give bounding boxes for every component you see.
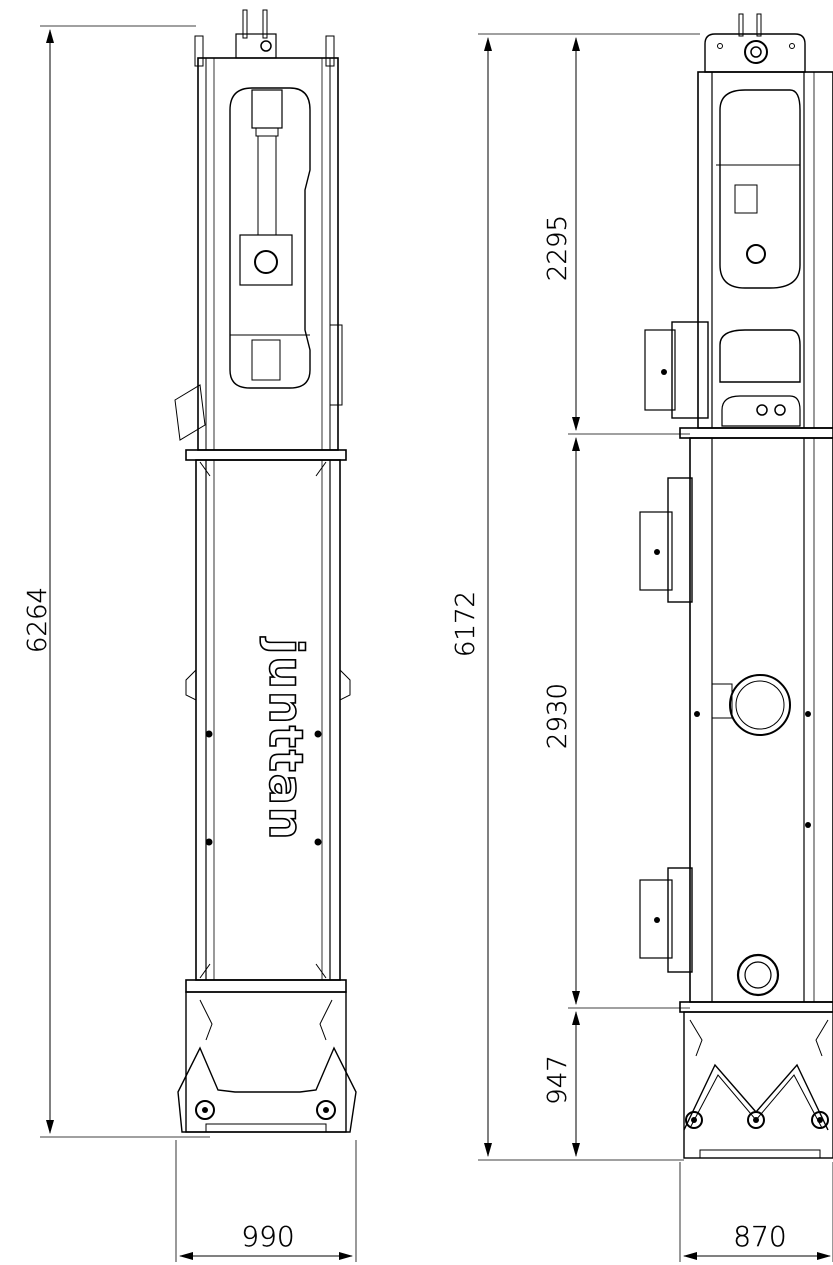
front-base-section <box>177 991 357 1133</box>
upper-section-label: 2295 <box>543 215 573 281</box>
front-width-label: 990 <box>241 1220 294 1253</box>
side-height-label: 6172 <box>451 591 481 657</box>
side-upper-housing <box>644 71 833 429</box>
side-width-label: 870 <box>733 1220 786 1253</box>
front-view: 6264 <box>23 9 357 1262</box>
front-middle-section: junttan <box>185 459 351 981</box>
front-height-label: 6264 <box>23 587 53 653</box>
front-lifting-lug <box>194 9 335 67</box>
side-view: 6172 2295 2930 947 <box>451 13 833 1262</box>
side-lower-flange <box>679 1001 833 1013</box>
front-logo: junttan <box>259 636 313 841</box>
front-height-dimension: 6264 <box>23 25 210 1138</box>
side-lifting-plate <box>704 13 806 73</box>
lower-section-label: 947 <box>543 1055 573 1105</box>
front-width-dimension: 990 <box>175 1140 357 1262</box>
side-middle-section <box>639 437 833 1003</box>
side-height-dimension: 6172 <box>451 33 700 1161</box>
front-upper-housing <box>174 57 343 451</box>
side-base-section <box>683 1011 833 1159</box>
side-width-dimension: 870 <box>679 1162 833 1262</box>
side-section-dimensions: 2295 2930 947 <box>543 37 690 1157</box>
middle-section-label: 2930 <box>543 683 573 749</box>
front-lower-flange <box>185 979 347 993</box>
front-mid-flange-top <box>185 449 347 461</box>
side-mid-flange <box>679 427 833 439</box>
